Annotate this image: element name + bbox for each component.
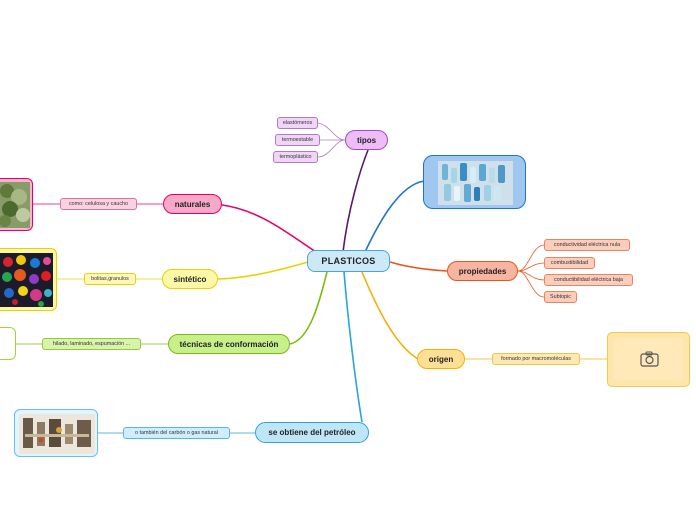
branch-tipos-label: tipos [356,135,377,145]
propiedades-conductibilidad-baja[interactable]: conductibilidad eléctrica baja [544,274,633,286]
branch-naturales[interactable]: naturales [163,194,222,214]
tecnicas-detail[interactable]: hilado, laminado, espumación ... [42,338,141,350]
plastic-bottles-image [423,155,526,209]
camera-icon [640,351,659,367]
tipos-termoestable[interactable]: termoestable [275,134,320,146]
sintetico-detail[interactable]: bolitas,granulos [84,273,136,285]
tipos-termoplastico[interactable]: termoplástico [273,151,318,163]
branch-tipos[interactable]: tipos [345,130,388,150]
branch-propiedades[interactable]: propiedades [447,261,518,281]
naturales-image [0,178,33,231]
branch-petroleo[interactable]: se obtiene del petróleo [255,422,369,443]
branch-origen[interactable]: origen [417,349,465,369]
sintetico-image [0,248,57,311]
propiedades-conductividad-nula[interactable]: conductividad eléctrica nula [544,239,630,251]
branch-sintetico[interactable]: sintético [162,269,218,289]
petroleo-detail[interactable]: o también del carbón o gas natural [123,427,230,439]
tecnicas-image [0,327,16,360]
origen-image-placeholder[interactable] [607,332,690,387]
propiedades-combustibilidad[interactable]: combustibilidad [544,257,595,269]
origen-detail[interactable]: formado por macromoléculas [492,353,580,365]
branch-tecnicas[interactable]: técnicas de conformación [168,334,290,354]
root-label: PLASTICOS [321,256,376,266]
tipos-elastomeros[interactable]: elastómeros [277,117,318,129]
petroleo-image [14,409,98,457]
root-node[interactable]: PLASTICOS [307,250,390,272]
naturales-detail[interactable]: como: celulosa y caucho [60,198,137,210]
propiedades-subtopic[interactable]: Subtopic [544,291,577,303]
